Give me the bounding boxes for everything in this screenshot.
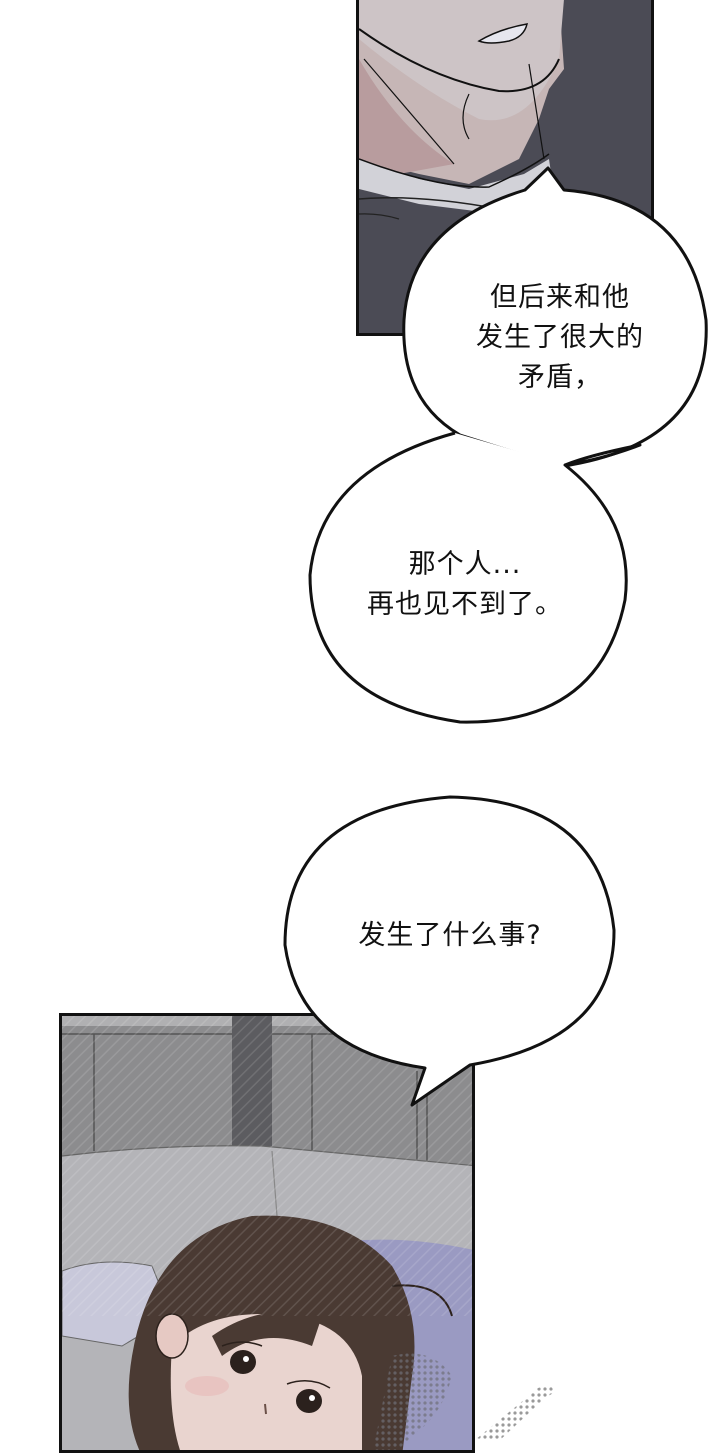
comic-panel-bottom <box>59 1013 475 1453</box>
bubble-1-line-3: 矛盾， <box>518 362 602 393</box>
bubble-1-line-1: 但后来和他 <box>490 282 630 313</box>
speech-bubble-2-text: 那个人... 再也见不到了。 <box>340 545 590 625</box>
bubble-3-line-1: 发生了什么事? <box>358 920 542 951</box>
panel-bottom-artwork <box>62 1016 472 1450</box>
bubble-2-line-2: 再也见不到了。 <box>367 589 563 620</box>
bubble-2-line-1: 那个人... <box>408 549 522 580</box>
speech-bubble-3-text: 发生了什么事? <box>320 916 580 956</box>
speech-bubble-1-text: 但后来和他 发生了很大的 矛盾， <box>440 278 680 398</box>
bubble-1-line-2: 发生了很大的 <box>476 322 644 353</box>
watermark-branch-icon <box>475 1385 555 1440</box>
